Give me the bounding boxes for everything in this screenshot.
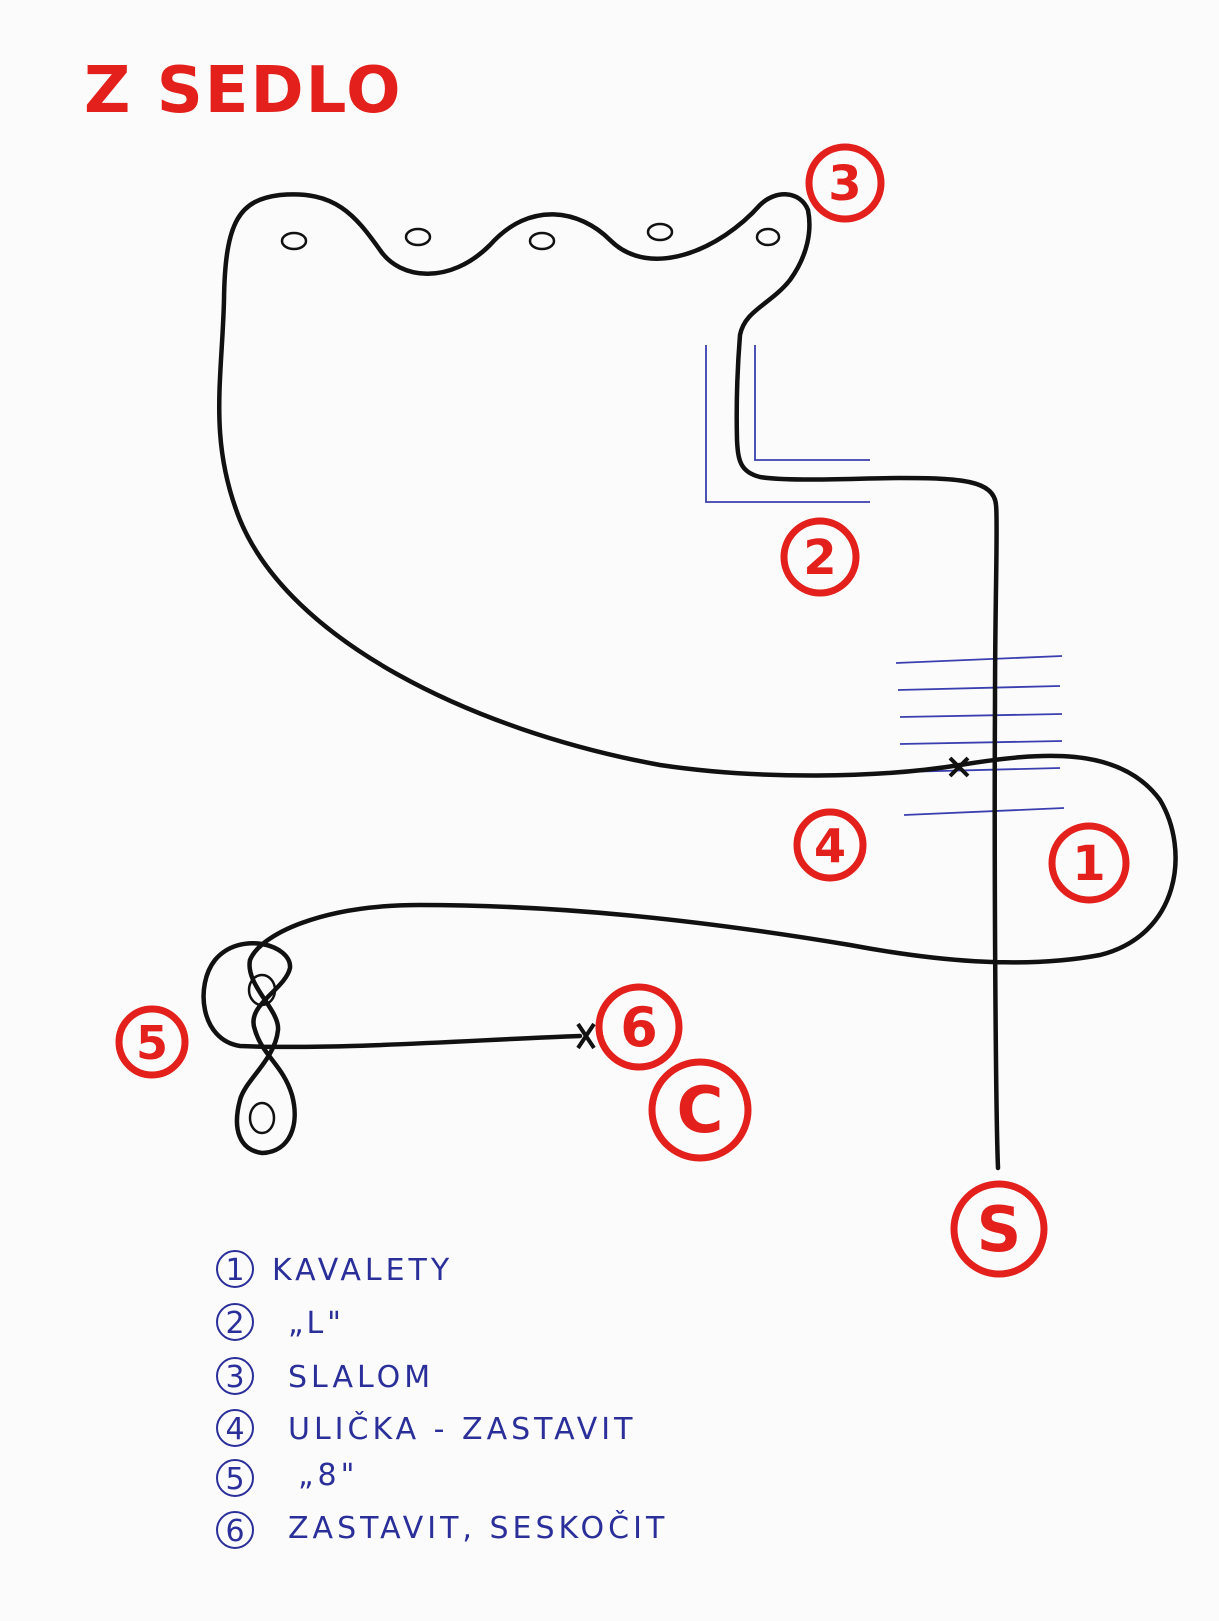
marker-6: 6 bbox=[599, 987, 679, 1067]
svg-text:4: 4 bbox=[225, 1412, 244, 1447]
svg-text:4: 4 bbox=[814, 819, 846, 873]
svg-text:1: 1 bbox=[1072, 836, 1105, 892]
svg-text:SLALOM: SLALOM bbox=[288, 1360, 434, 1395]
svg-text:6: 6 bbox=[620, 996, 658, 1059]
svg-text:3: 3 bbox=[828, 156, 861, 212]
svg-text:„L": „L" bbox=[288, 1306, 345, 1341]
legend-item: 2 „L" bbox=[217, 1304, 345, 1341]
legend-item: 3 SLALOM bbox=[217, 1358, 434, 1395]
marker-3: 3 bbox=[809, 147, 881, 219]
svg-text:ULIČKA - ZASTAVIT: ULIČKA - ZASTAVIT bbox=[288, 1410, 636, 1447]
finish-marker: C bbox=[652, 1062, 748, 1158]
legend-item: 4 ULIČKA - ZASTAVIT bbox=[217, 1410, 636, 1447]
page-title: Z SEDLO bbox=[84, 54, 403, 128]
cavaletti-poles bbox=[896, 656, 1064, 815]
svg-text:5: 5 bbox=[136, 1016, 168, 1070]
legend-item: 5 „8" bbox=[217, 1458, 358, 1497]
legend-item: 1 KAVALETY bbox=[217, 1251, 453, 1288]
marker-5: 5 bbox=[119, 1009, 185, 1075]
legend-item: 6 ZASTAVIT, SESKOČIT bbox=[217, 1509, 668, 1549]
svg-text:„8": „8" bbox=[298, 1458, 358, 1493]
marker-4: 4 bbox=[797, 812, 863, 878]
svg-text:5: 5 bbox=[225, 1462, 244, 1497]
svg-text:ZASTAVIT, SESKOČIT: ZASTAVIT, SESKOČIT bbox=[288, 1509, 668, 1546]
legend: 1 KAVALETY 2 „L" 3 SLALOM 4 ULIČKA - ZAS… bbox=[217, 1251, 668, 1549]
course-track bbox=[204, 194, 1176, 1168]
svg-text:KAVALETY: KAVALETY bbox=[272, 1253, 453, 1288]
svg-text:2: 2 bbox=[225, 1306, 244, 1341]
svg-text:1: 1 bbox=[225, 1253, 244, 1288]
start-marker: S bbox=[954, 1184, 1044, 1274]
svg-text:S: S bbox=[977, 1193, 1022, 1266]
marker-2: 2 bbox=[784, 521, 856, 593]
svg-text:6: 6 bbox=[225, 1514, 244, 1549]
marker-1: 1 bbox=[1052, 826, 1126, 900]
svg-text:2: 2 bbox=[803, 530, 836, 586]
svg-text:3: 3 bbox=[225, 1360, 244, 1395]
svg-text:C: C bbox=[677, 1074, 724, 1148]
